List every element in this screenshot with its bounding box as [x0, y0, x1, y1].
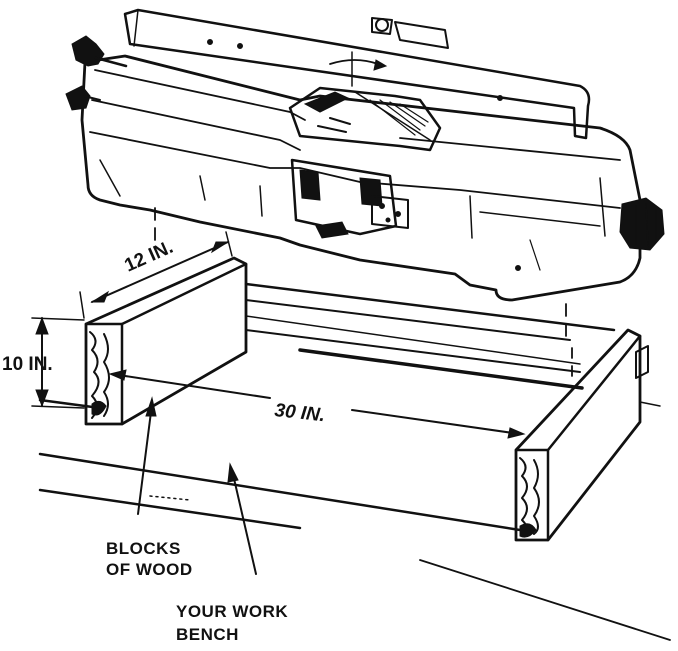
blocks-callout-leader	[137, 396, 157, 515]
label-30-in: 30 IN.	[273, 400, 326, 426]
rails	[244, 282, 661, 407]
jointer-machine	[65, 8, 665, 302]
right-wood-block	[514, 328, 649, 542]
bench-callout-leader	[227, 462, 257, 575]
work-bench	[38, 398, 671, 641]
label-bench: BENCH	[176, 625, 239, 644]
label-blocks: BLOCKS	[106, 539, 181, 558]
fence-bracket	[394, 21, 449, 49]
depth-adjust-housing	[290, 158, 409, 239]
cutter-guard	[288, 51, 442, 152]
jointer-fence	[123, 8, 591, 140]
dimension-30in	[108, 369, 526, 439]
label-your-work: YOUR WORK	[176, 602, 288, 621]
mounting-centerlines	[154, 207, 573, 379]
dimension-12in	[79, 231, 233, 319]
label-of-wood: OF WOOD	[106, 560, 193, 579]
dimension-10in	[31, 316, 85, 409]
left-wood-block	[84, 256, 248, 426]
left-handwheel	[65, 35, 128, 111]
label-12-in: 12 IN.	[121, 237, 176, 277]
jointer-body	[80, 54, 642, 302]
label-10-in: 10 IN.	[2, 354, 53, 375]
right-knob	[619, 197, 665, 251]
